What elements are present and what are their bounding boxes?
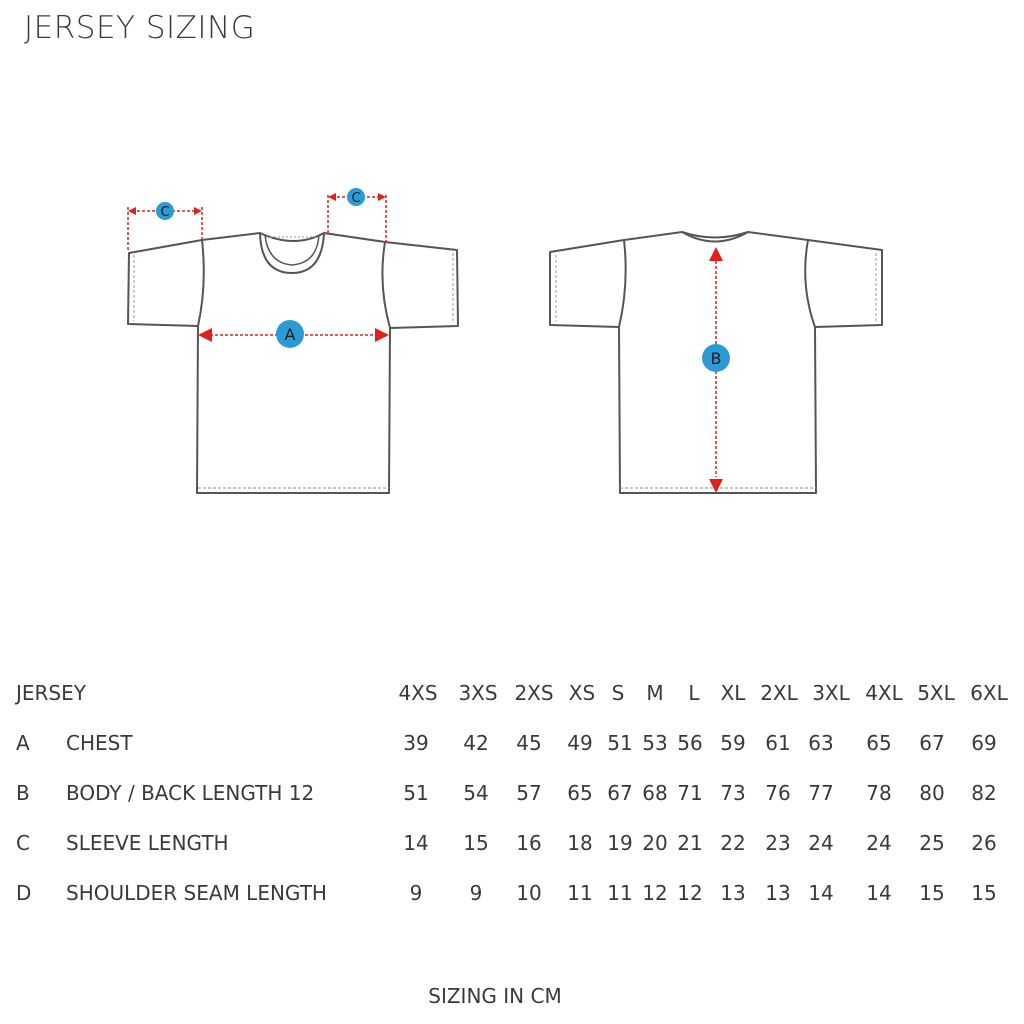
size-value-cell: 10 <box>516 881 542 905</box>
badge-a: A <box>285 325 296 344</box>
size-value-cell: 25 <box>919 831 945 855</box>
row-measurement-name: CHEST <box>66 731 133 755</box>
size-header-cell: 4XL <box>865 681 903 705</box>
size-value-cell: 80 <box>919 781 945 805</box>
size-value-cell: 24 <box>866 831 892 855</box>
size-value-cell: 11 <box>567 881 593 905</box>
size-value-cell: 13 <box>765 881 791 905</box>
size-value-cell: 68 <box>642 781 668 805</box>
size-value-cell: 57 <box>516 781 542 805</box>
size-value-cell: 76 <box>765 781 791 805</box>
size-value-cell: 9 <box>409 881 423 905</box>
size-value-cell: 16 <box>516 831 542 855</box>
row-measurement-name: SHOULDER SEAM LENGTH <box>66 881 327 905</box>
size-value-cell: 65 <box>866 731 892 755</box>
size-value-cell: 12 <box>642 881 668 905</box>
size-value-cell: 51 <box>607 731 633 755</box>
size-value-cell: 45 <box>516 731 542 755</box>
size-value-cell: 14 <box>808 881 834 905</box>
row-code: C <box>16 831 30 855</box>
size-header-cell: 3XS <box>458 681 498 705</box>
size-value-cell: 11 <box>607 881 633 905</box>
size-value-cell: 59 <box>720 731 746 755</box>
badge-b: B <box>711 349 722 368</box>
size-header-cell: XL <box>720 681 746 705</box>
jersey-back-diagram: B <box>549 231 883 494</box>
size-value-cell: 53 <box>642 731 668 755</box>
size-value-cell: 13 <box>720 881 746 905</box>
size-value-cell: 39 <box>403 731 429 755</box>
size-header-cell: 3XL <box>812 681 850 705</box>
size-header-cell: S <box>611 681 625 705</box>
row-code: D <box>16 881 32 905</box>
units-note: SIZING IN CM <box>428 984 562 1008</box>
size-value-cell: 63 <box>808 731 834 755</box>
size-header-cell: M <box>646 681 664 705</box>
row-code: B <box>16 781 30 805</box>
size-value-cell: 77 <box>808 781 834 805</box>
size-value-cell: 23 <box>765 831 791 855</box>
size-value-cell: 67 <box>607 781 633 805</box>
row-measurement-name: SLEEVE LENGTH <box>66 831 229 855</box>
size-value-cell: 56 <box>677 731 703 755</box>
badge-c-left: C <box>160 205 169 220</box>
size-value-cell: 65 <box>567 781 593 805</box>
size-value-cell: 9 <box>469 881 483 905</box>
size-value-cell: 12 <box>677 881 703 905</box>
size-value-cell: 24 <box>808 831 834 855</box>
size-value-cell: 21 <box>677 831 703 855</box>
size-value-cell: 61 <box>765 731 791 755</box>
size-value-cell: 18 <box>567 831 593 855</box>
size-value-cell: 42 <box>463 731 489 755</box>
badge-c-right: C <box>351 191 360 206</box>
size-value-cell: 15 <box>463 831 489 855</box>
size-value-cell: 78 <box>866 781 892 805</box>
size-value-cell: 14 <box>403 831 429 855</box>
size-header-cell: 6XL <box>970 681 1008 705</box>
size-value-cell: 19 <box>607 831 633 855</box>
size-value-cell: 73 <box>720 781 746 805</box>
size-header-cell: 5XL <box>917 681 955 705</box>
size-header-cell: XS <box>568 681 596 705</box>
size-value-cell: 14 <box>866 881 892 905</box>
page-title: JERSEY SIZING <box>24 10 256 46</box>
size-value-cell: 26 <box>971 831 997 855</box>
size-header-cell: L <box>688 681 700 705</box>
size-value-cell: 49 <box>567 731 593 755</box>
size-value-cell: 69 <box>971 731 997 755</box>
size-header-cell: 4XS <box>398 681 438 705</box>
size-value-cell: 15 <box>971 881 997 905</box>
size-value-cell: 82 <box>971 781 997 805</box>
size-header-cell: 2XL <box>760 681 798 705</box>
size-value-cell: 54 <box>463 781 489 805</box>
row-code: A <box>16 731 30 755</box>
size-value-cell: 15 <box>919 881 945 905</box>
size-value-cell: 71 <box>677 781 703 805</box>
size-value-cell: 51 <box>403 781 429 805</box>
size-header-cell: 2XS <box>514 681 554 705</box>
jersey-front-diagram: C C A <box>127 188 459 494</box>
row-measurement-name: BODY / BACK LENGTH 12 <box>66 781 315 805</box>
size-value-cell: 67 <box>919 731 945 755</box>
size-value-cell: 22 <box>720 831 746 855</box>
table-header-label: JERSEY <box>16 681 86 705</box>
size-value-cell: 20 <box>642 831 668 855</box>
